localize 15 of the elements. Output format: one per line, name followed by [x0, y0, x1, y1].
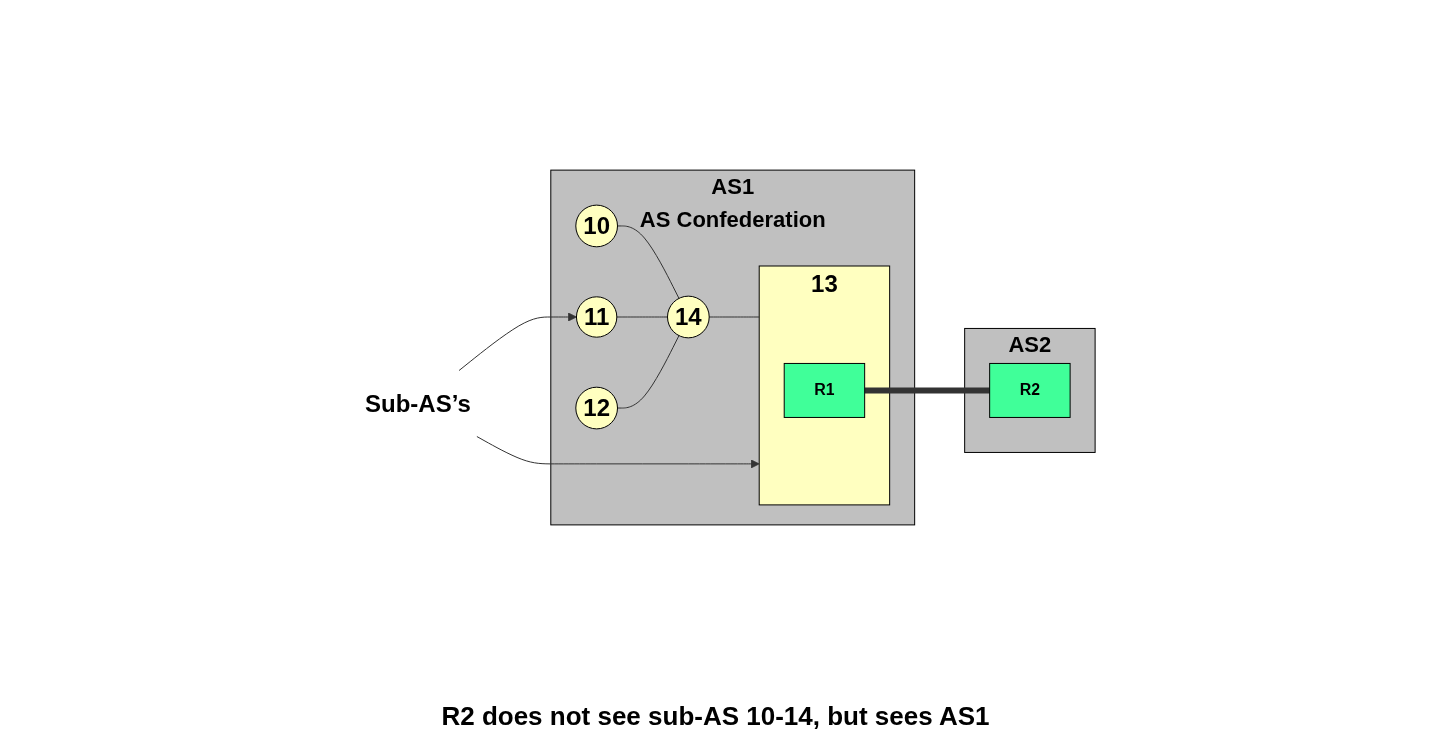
connector: [709, 316, 761, 318]
connector: [617, 335, 680, 409]
node-box: R2: [989, 362, 1072, 418]
node-circle: 10: [575, 204, 619, 248]
node-text: Sub-AS’s: [365, 389, 472, 417]
arrow: [476, 436, 761, 469]
node-circle: 14: [667, 295, 711, 339]
arrow: [459, 312, 578, 371]
caption: R2 does not see sub-AS 10-14, but sees AS1: [441, 701, 990, 732]
connector: [865, 387, 991, 394]
node-box: R1: [784, 362, 866, 418]
connector: [616, 316, 669, 318]
node-circle: 12: [575, 386, 619, 430]
connector: [617, 225, 680, 299]
node-circle: 11: [576, 296, 618, 338]
